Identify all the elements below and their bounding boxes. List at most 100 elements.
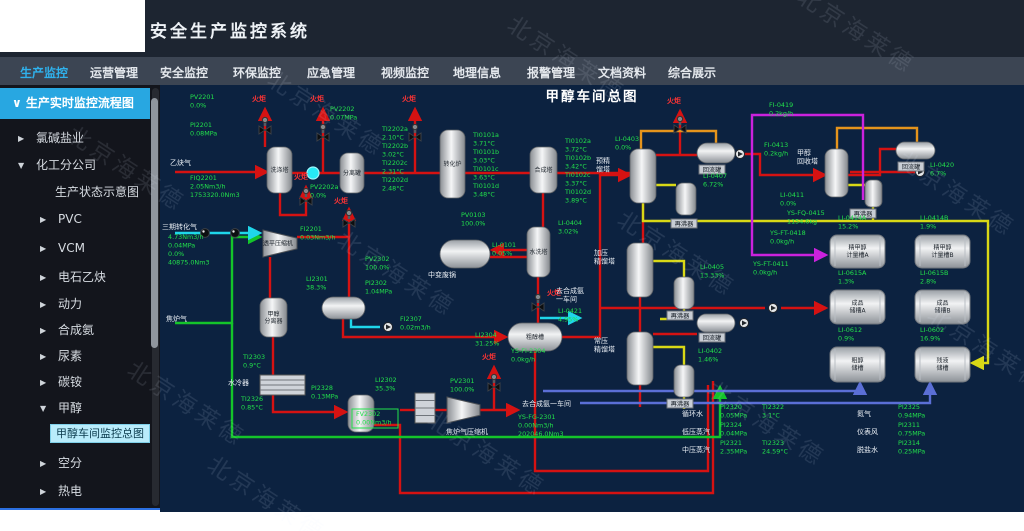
sidebar-item-9[interactable]: ▶尿素 [0, 346, 150, 366]
nav-tab-8[interactable]: 报警管理 [527, 66, 576, 80]
vessel-4: 合成塔 [529, 146, 558, 194]
pipe-green-36 [175, 229, 263, 325]
pipe-yellow-43 [653, 259, 686, 277]
valve-icon-3 [408, 123, 422, 142]
nav-tab-10[interactable]: 综合展示 [668, 66, 717, 80]
sidebar-item-8[interactable]: ▶合成氨 [0, 320, 150, 340]
sidebar-item-14[interactable]: ▶热电 [0, 481, 150, 501]
sidebar-item-label: 合成氨 [58, 323, 95, 337]
stream-label-3: 焦炉气 [166, 314, 187, 323]
stream-label-10: 焦炉气压缩机 [446, 427, 488, 436]
sidebar-item-label: 热电 [58, 484, 83, 498]
valve-icon-6 [531, 293, 545, 312]
diagram-title: 甲醇车间总图 [546, 88, 639, 105]
flare-label-4: 火炬 [667, 96, 681, 105]
stream-label-17: 仪表风 [857, 427, 878, 436]
chevron-right-icon: ▶ [40, 215, 47, 224]
sidebar-item-10[interactable]: ▶碳铵 [0, 372, 150, 392]
sidebar-item-13[interactable]: ▶空分 [0, 453, 150, 473]
storage-tank-5: 粗醇储槽 [829, 346, 886, 383]
pipe-yellow-42 [641, 203, 990, 371]
nav-tab-3[interactable]: 安全监控 [160, 66, 209, 80]
sidebar-item-1[interactable]: ▶ 氯碱盐业 [0, 128, 150, 148]
drum-5 [439, 239, 491, 269]
nav-tab-5[interactable]: 应急管理 [307, 66, 356, 80]
heat-exchanger-1 [259, 374, 306, 396]
sidebar-item-selected[interactable]: 甲醇车间监控总图 [50, 424, 150, 443]
sidebar-item-6[interactable]: ▶电石乙炔 [0, 267, 150, 287]
equipment-tag-label: 再沸器 [671, 400, 690, 408]
tank-label: 精甲醇计量槽A [846, 244, 869, 260]
app-title: 安全生产监控系统 [150, 22, 310, 42]
sidebar-item-11[interactable]: ▼甲醇 [0, 398, 150, 418]
nav-tab-7[interactable]: 地理信息 [453, 66, 502, 80]
stream-label-18: 脱盐水 [857, 445, 878, 454]
sidebar-scrollbar-thumb[interactable] [151, 98, 158, 348]
sidebar-item-4[interactable]: ▶PVC [0, 209, 150, 229]
sidebar-item-label: 氯碱盐业 [36, 131, 85, 145]
valve-icon-8 [299, 187, 313, 206]
sidebar-item-label: VCM [58, 241, 85, 255]
vessel-13 [673, 276, 695, 310]
sidebar-item-5[interactable]: ▶VCM [0, 238, 150, 258]
sidebar-item-7[interactable]: ▶动力 [0, 294, 150, 314]
chevron-right-icon: ▶ [18, 134, 25, 143]
stream-label-9: 甲醇回收塔 [797, 148, 818, 166]
nav-tab-2[interactable]: 运营管理 [90, 66, 139, 80]
valve-icon-2 [316, 123, 330, 142]
pipe-red-12 [271, 395, 349, 420]
chevron-down-icon: ▼ [40, 404, 47, 413]
equipment-tag-1: 再沸器 [670, 218, 698, 229]
flare-label-2: 火炬 [310, 94, 324, 103]
nav-tab-1[interactable]: 生产监控 [20, 66, 69, 80]
flare-label-5: 火炬 [334, 196, 348, 205]
sidebar-scrollbar-track[interactable] [151, 88, 159, 506]
flare-label-3: 火炬 [402, 94, 416, 103]
drum-2 [895, 141, 936, 160]
stream-label-15: 中压蒸汽 [682, 445, 710, 454]
equipment-tag-7: 回流罐 [698, 332, 726, 343]
compressor-label: 透平压缩机 [263, 240, 293, 248]
vessel-label: 转化炉 [443, 160, 461, 168]
sidebar-item-2[interactable]: ▼化工分公司 [0, 155, 150, 175]
drum-3 [696, 142, 736, 164]
vessel-10 [626, 331, 654, 386]
sidebar-item-3[interactable]: 生产状态示意图 [0, 182, 150, 202]
pipe-red-14 [533, 350, 710, 473]
vessel-14 [673, 364, 695, 398]
valve-icon-4 [673, 115, 687, 134]
pipe-yellow-45 [653, 345, 686, 365]
sidebar-item-active-root[interactable]: ∨ 生产实时监控流程图 [0, 88, 150, 119]
pipe-orange-49 [639, 129, 718, 149]
drum-1 [321, 296, 366, 320]
nav-tab-6[interactable]: 视频监控 [381, 66, 430, 80]
storage-tank-3: 成品储槽A [829, 289, 886, 325]
nav-tab-9[interactable]: 文档资料 [598, 66, 647, 80]
tank-label: 残液储槽 [936, 357, 948, 373]
top-nav: 生产监控 运营管理 安全监控 环保监控 应急管理 视频监控 地理信息 报警管理 文档资料 综合展示 [0, 57, 1024, 85]
nav-tab-4[interactable]: 环保监控 [233, 66, 282, 80]
logo-placeholder [0, 0, 145, 52]
heat-exchanger-2 [414, 392, 436, 424]
sidebar-item-label: 碳铵 [58, 375, 83, 389]
storage-tank-1: 精甲醇计量槽A [829, 234, 886, 269]
